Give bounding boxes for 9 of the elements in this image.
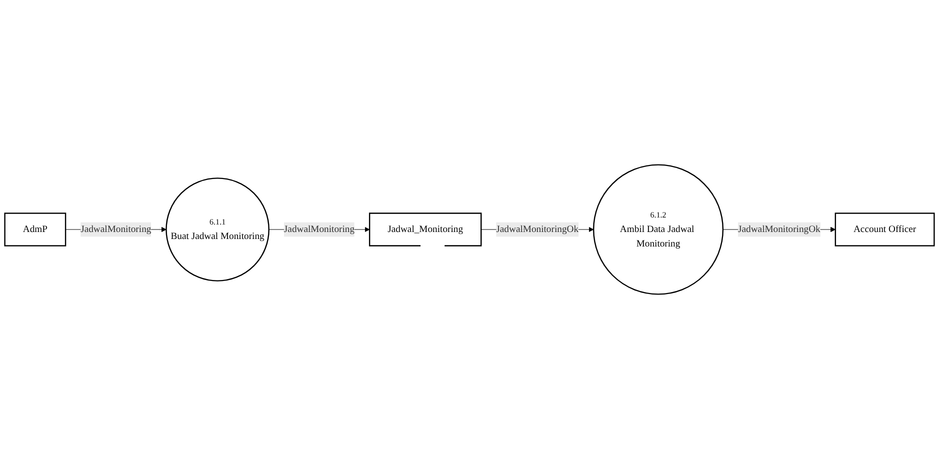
node-box: Account Officer	[834, 212, 935, 246]
node-box: AdmP	[4, 212, 66, 246]
node-circle: 6.1.2 Ambil Data Jadwal Monitoring	[592, 164, 724, 295]
node-circle: 6.1.1 Buat Jadwal Monitoring	[166, 178, 270, 282]
edge-label: JadwalMonitoringOk	[738, 224, 820, 234]
edge-label: JadwalMonitoring	[284, 224, 355, 234]
node-box: Jadwal_Monitoring	[368, 212, 482, 246]
edge-label: JadwalMonitoring	[80, 224, 152, 234]
edge-label: JadwalMonitoringOk	[496, 224, 579, 234]
